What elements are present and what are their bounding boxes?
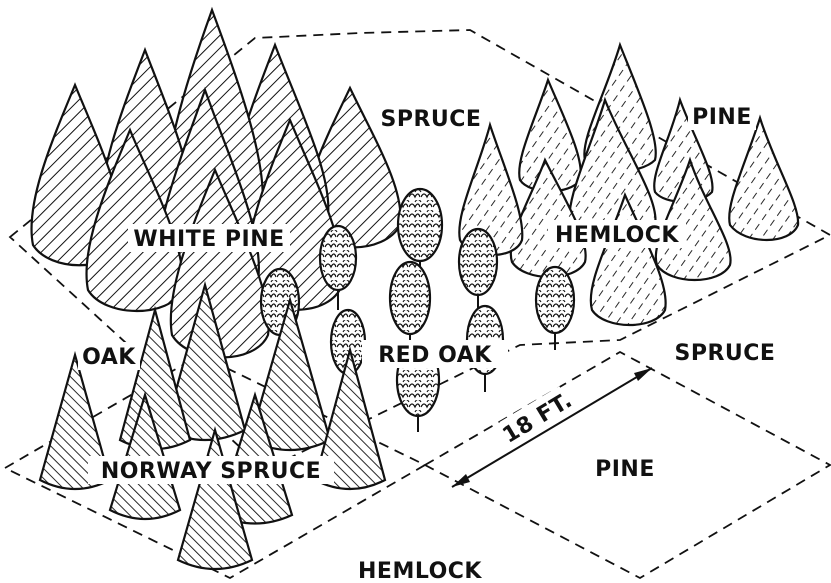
label-red-oak: RED OAK [378,343,492,368]
label-spruce-right: SPRUCE [675,341,776,366]
red-oak-tree [536,267,574,350]
red-oak-tree [459,229,497,312]
arrowhead-left [452,474,470,487]
hemlock-stand [459,45,798,325]
label-oak: OAK [82,345,136,370]
hemlock-tree [729,118,798,240]
label-norway-spruce: NORWAY SPRUCE [101,459,321,484]
label-pine-top: PINE [692,105,752,130]
arrowhead-right [634,368,652,381]
label-pine-bottom: PINE [595,457,655,482]
red-oak-tree [390,262,430,352]
label-white-pine: WHITE PINE [133,227,284,252]
label-hemlock-bottom: HEMLOCK [358,559,482,583]
white-pine-stand [31,10,400,358]
label-hemlock-top: HEMLOCK [555,223,679,248]
label-spruce-top: SPRUCE [381,107,482,132]
